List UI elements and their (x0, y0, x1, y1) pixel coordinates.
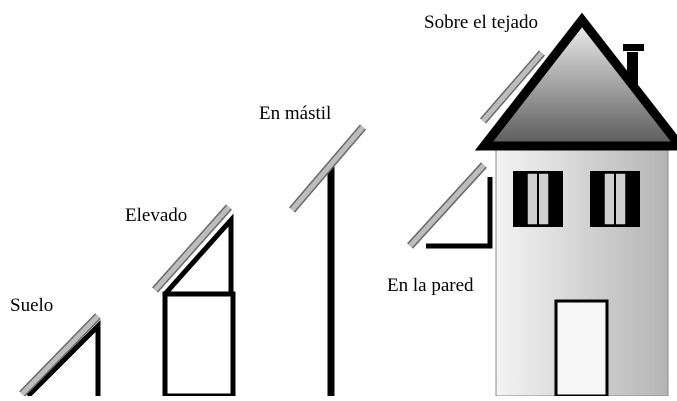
mast-panel-fill (290, 125, 365, 212)
elevated-mount-panel-fill (153, 205, 231, 292)
wall-mount (407, 162, 493, 249)
label-roof: Sobre el tejado (424, 12, 538, 33)
chimney (627, 52, 638, 92)
house-door (554, 299, 609, 398)
ground-mount-panel-fill (20, 314, 100, 396)
elevated-mount-triangle (163, 213, 234, 296)
label-elevated: Elevado (125, 205, 188, 226)
ground-mount-frame (26, 319, 101, 398)
elevated-mount (152, 204, 236, 399)
roof-mount (479, 50, 546, 124)
wall-mount-panel-fill (408, 163, 486, 248)
ground-mount (19, 313, 101, 398)
window-right (590, 171, 640, 227)
window-left (513, 171, 563, 227)
house-roof (474, 12, 677, 151)
label-ground: Suelo (10, 295, 54, 316)
roof-panel-fill (481, 51, 544, 123)
chimney-cap (623, 44, 644, 51)
label-mast: En mástil (259, 103, 332, 124)
wall-mount-frame (426, 177, 493, 249)
elevated-mount-base (162, 291, 236, 399)
mast-mount (288, 124, 367, 396)
label-wall: En la pared (387, 275, 474, 296)
house (474, 12, 677, 398)
